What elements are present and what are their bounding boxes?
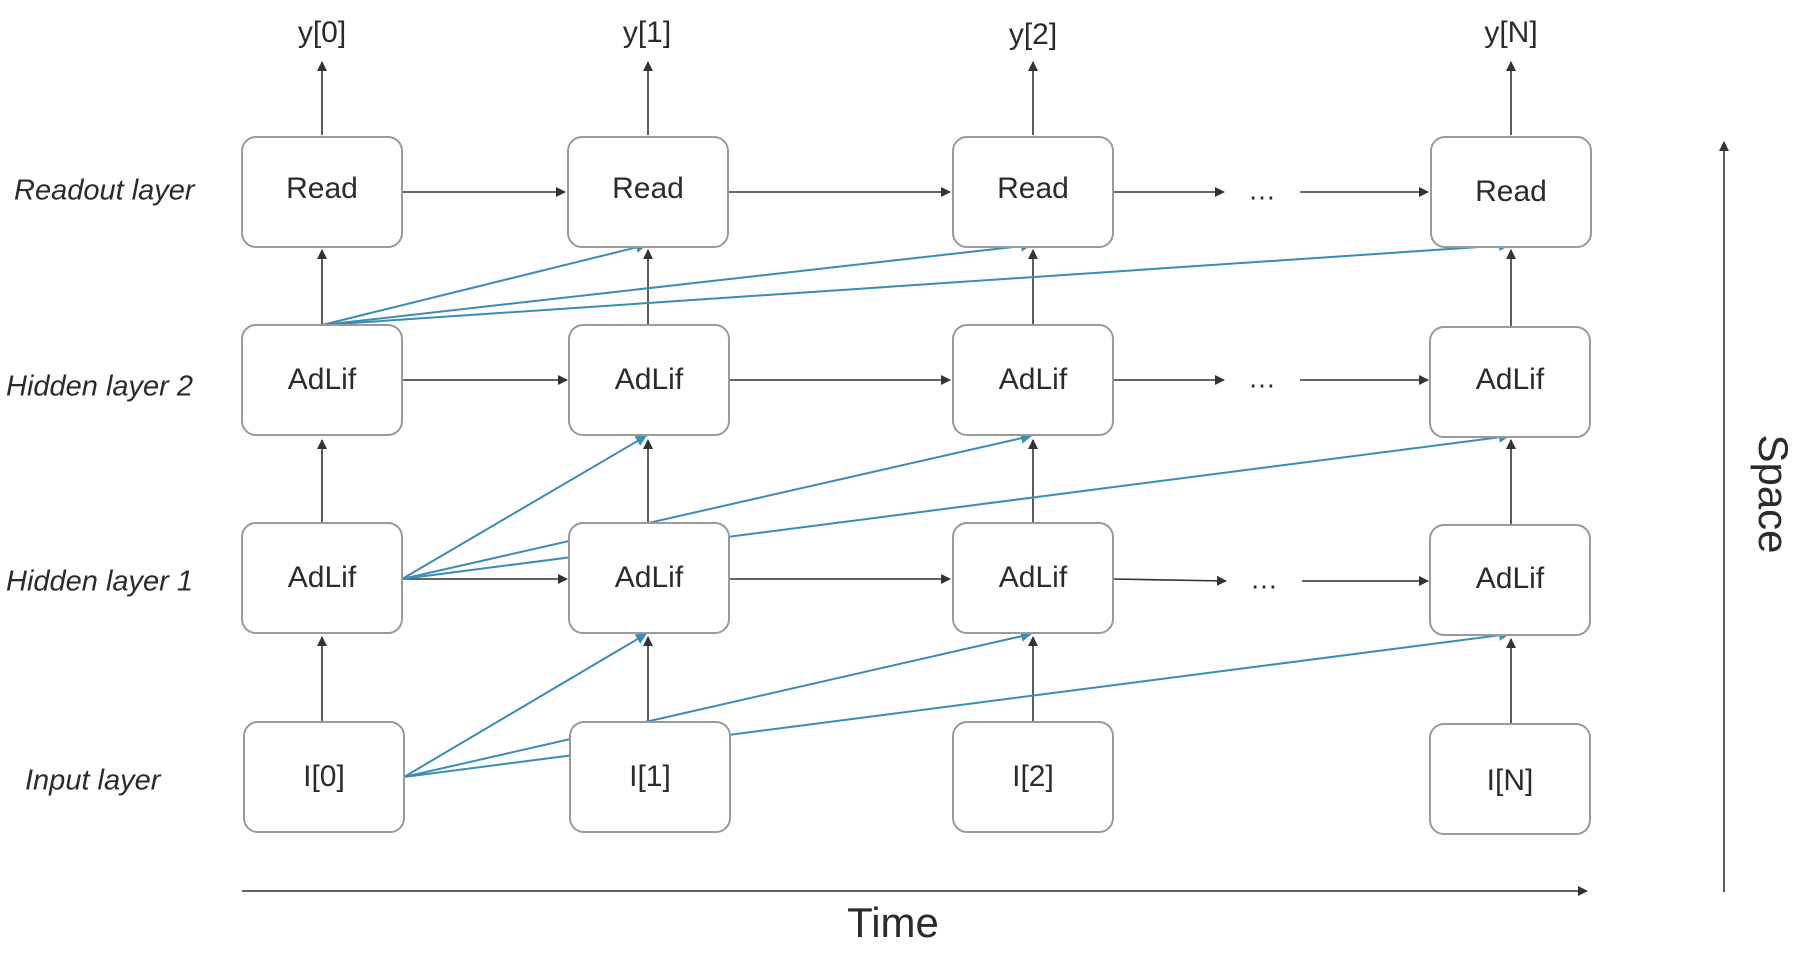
input-node-label: I[2] — [1012, 760, 1054, 793]
layer-label-readout: Readout layer — [14, 175, 196, 207]
space-axis-label: Space — [1750, 434, 1797, 553]
hidden2-node-label: AdLif — [1476, 363, 1545, 396]
input-node-label: I[N] — [1487, 764, 1534, 797]
hidden2-node-0: AdLif — [241, 324, 403, 436]
layer-label-hidden-1: Hidden layer 1 — [6, 566, 193, 598]
input-node-0: I[0] — [243, 721, 405, 833]
hidden2-node-label: AdLif — [999, 363, 1068, 396]
output-label-1: y[1] — [623, 16, 671, 49]
input-node-n: I[N] — [1429, 723, 1591, 835]
input-node-label: I[1] — [629, 760, 671, 793]
hidden2-node-label: AdLif — [615, 363, 684, 396]
readout-node-label: Read — [1475, 175, 1547, 208]
hidden2-node-n: AdLif — [1429, 326, 1591, 438]
hidden1-node-2: AdLif — [952, 522, 1114, 634]
readout-node-2: Read — [952, 136, 1114, 248]
ellipsis-hidden-2: … — [1248, 362, 1276, 393]
hidden1-node-label: AdLif — [615, 561, 684, 594]
hidden1-node-n: AdLif — [1429, 524, 1591, 636]
layer-label-input: Input layer — [25, 765, 162, 797]
hidden1-node-label: AdLif — [288, 561, 357, 594]
input-node-label: I[0] — [303, 760, 345, 793]
input-node-1: I[1] — [569, 721, 731, 833]
hidden1-node-label: AdLif — [999, 561, 1068, 594]
time-axis-label: Time — [847, 899, 939, 946]
vertical-arrows — [317, 61, 1516, 724]
output-label-0: y[0] — [298, 16, 346, 49]
hidden1-node-label: AdLif — [1476, 562, 1545, 595]
hidden2-node-2: AdLif — [952, 324, 1114, 436]
output-label-2: y[2] — [1009, 18, 1057, 51]
hidden2-node-1: AdLif — [568, 324, 730, 436]
hidden1-node-1: AdLif — [568, 522, 730, 634]
readout-node-1: Read — [567, 136, 729, 248]
output-label-n: y[N] — [1484, 16, 1537, 49]
readout-node-label: Read — [997, 172, 1069, 205]
readout-node-label: Read — [286, 172, 358, 205]
readout-node-n: Read — [1430, 136, 1592, 248]
ellipsis-readout: … — [1248, 174, 1276, 205]
layer-label-hidden-2: Hidden layer 2 — [6, 371, 193, 403]
readout-node-label: Read — [612, 172, 684, 205]
ellipsis-hidden-1: … — [1250, 563, 1278, 594]
hidden1-node-0: AdLif — [241, 522, 403, 634]
input-node-2: I[2] — [952, 721, 1114, 833]
recurrent-arrows — [402, 187, 1429, 586]
hidden2-node-label: AdLif — [288, 363, 357, 396]
readout-node-0: Read — [241, 136, 403, 248]
skip-connections — [321, 240, 1510, 778]
